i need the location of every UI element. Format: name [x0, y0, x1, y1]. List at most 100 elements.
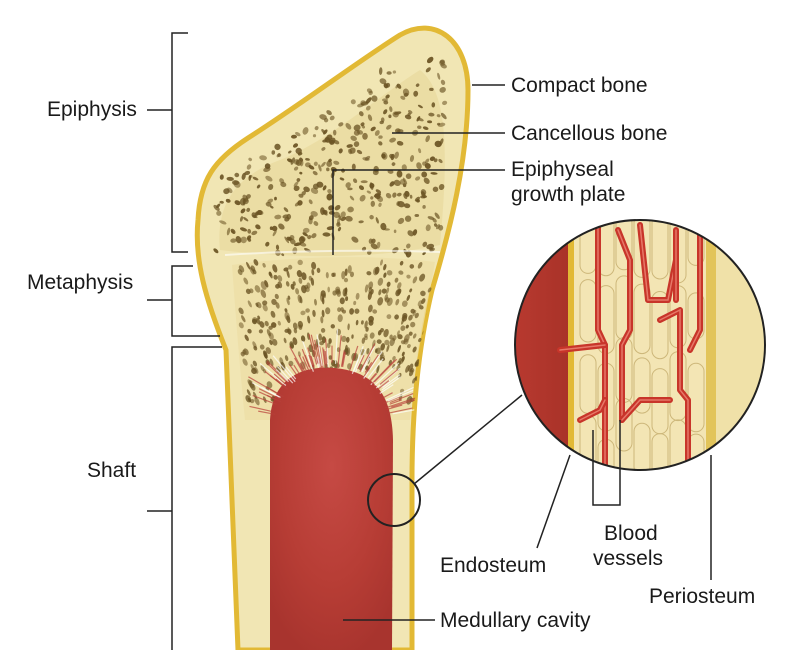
- pore: [393, 111, 402, 115]
- pore: [283, 267, 289, 272]
- pore: [381, 152, 388, 160]
- fiber: [302, 340, 314, 372]
- pore: [390, 153, 395, 161]
- pore: [252, 214, 258, 219]
- pore: [412, 377, 416, 384]
- pore: [408, 369, 414, 377]
- pore: [360, 100, 367, 106]
- pore: [392, 192, 397, 198]
- pore: [428, 112, 435, 117]
- pore: [244, 170, 251, 176]
- pore: [320, 316, 324, 324]
- pore: [311, 269, 315, 276]
- fiber: [316, 344, 323, 370]
- pore: [347, 206, 354, 213]
- pore: [293, 185, 300, 192]
- fiber: [289, 346, 305, 374]
- fiber: [342, 351, 346, 368]
- pore: [333, 160, 340, 165]
- pore: [424, 163, 431, 169]
- metaphysis-label: Metaphysis: [27, 271, 134, 294]
- pore: [440, 79, 446, 86]
- pore: [284, 236, 290, 244]
- fiber: [357, 355, 365, 370]
- pore: [398, 357, 402, 364]
- pore: [345, 336, 350, 343]
- pore: [274, 143, 281, 151]
- pore: [265, 241, 270, 247]
- pore: [284, 311, 290, 321]
- pore: [272, 230, 277, 237]
- fiber: [252, 394, 277, 405]
- pore: [256, 318, 261, 325]
- pore: [417, 261, 423, 269]
- pore: [327, 286, 331, 293]
- fiber: [381, 392, 393, 399]
- pore: [369, 183, 375, 189]
- fiber: [386, 404, 403, 411]
- pore: [425, 224, 431, 232]
- pore: [347, 187, 353, 191]
- pore: [414, 312, 419, 319]
- pore: [213, 248, 219, 254]
- pore: [254, 396, 260, 406]
- pore: [345, 215, 353, 222]
- pore: [414, 213, 420, 218]
- pore: [265, 347, 272, 355]
- pore: [244, 334, 249, 342]
- fiber: [387, 389, 414, 402]
- pore: [349, 195, 355, 201]
- pore: [302, 127, 309, 135]
- pore: [248, 174, 252, 181]
- pore: [409, 155, 415, 162]
- fiber: [354, 348, 367, 373]
- pore: [277, 281, 283, 289]
- pore: [314, 126, 319, 131]
- leader-lines: [332, 84, 712, 621]
- pore: [263, 167, 271, 172]
- pore: [368, 319, 374, 326]
- growth-plate-label-line2: growth plate: [511, 183, 626, 206]
- pore: [284, 355, 289, 362]
- pore: [322, 185, 327, 191]
- pore: [326, 226, 335, 231]
- pore: [401, 164, 407, 171]
- pore: [396, 192, 402, 197]
- pore: [343, 277, 349, 283]
- pore: [302, 227, 310, 234]
- pore: [243, 217, 249, 222]
- pore: [332, 129, 337, 136]
- pore: [269, 339, 273, 346]
- pore: [380, 222, 387, 231]
- pore: [384, 297, 390, 303]
- pore: [351, 334, 354, 339]
- pore: [219, 220, 227, 225]
- pore: [353, 141, 360, 147]
- pore: [350, 99, 356, 105]
- pore: [279, 357, 284, 365]
- pore: [410, 321, 416, 328]
- left-brackets: [147, 32, 222, 650]
- pore: [386, 344, 390, 353]
- pore: [427, 120, 433, 124]
- pore: [380, 328, 384, 333]
- pore: [402, 88, 410, 97]
- pore: [396, 140, 404, 146]
- pore: [355, 292, 360, 300]
- pore: [408, 314, 413, 321]
- growth-plate-leader: [332, 169, 505, 255]
- pore: [267, 198, 274, 204]
- pore: [239, 216, 244, 222]
- pore: [349, 271, 355, 278]
- pore: [400, 325, 406, 331]
- pore: [397, 288, 402, 295]
- pore: [389, 137, 396, 143]
- metaphysis-bracket: [171, 265, 220, 337]
- pore: [429, 87, 434, 92]
- pore: [427, 287, 432, 293]
- pore: [321, 336, 327, 344]
- pore: [420, 195, 428, 199]
- fiber: [368, 373, 377, 382]
- pore: [392, 70, 397, 74]
